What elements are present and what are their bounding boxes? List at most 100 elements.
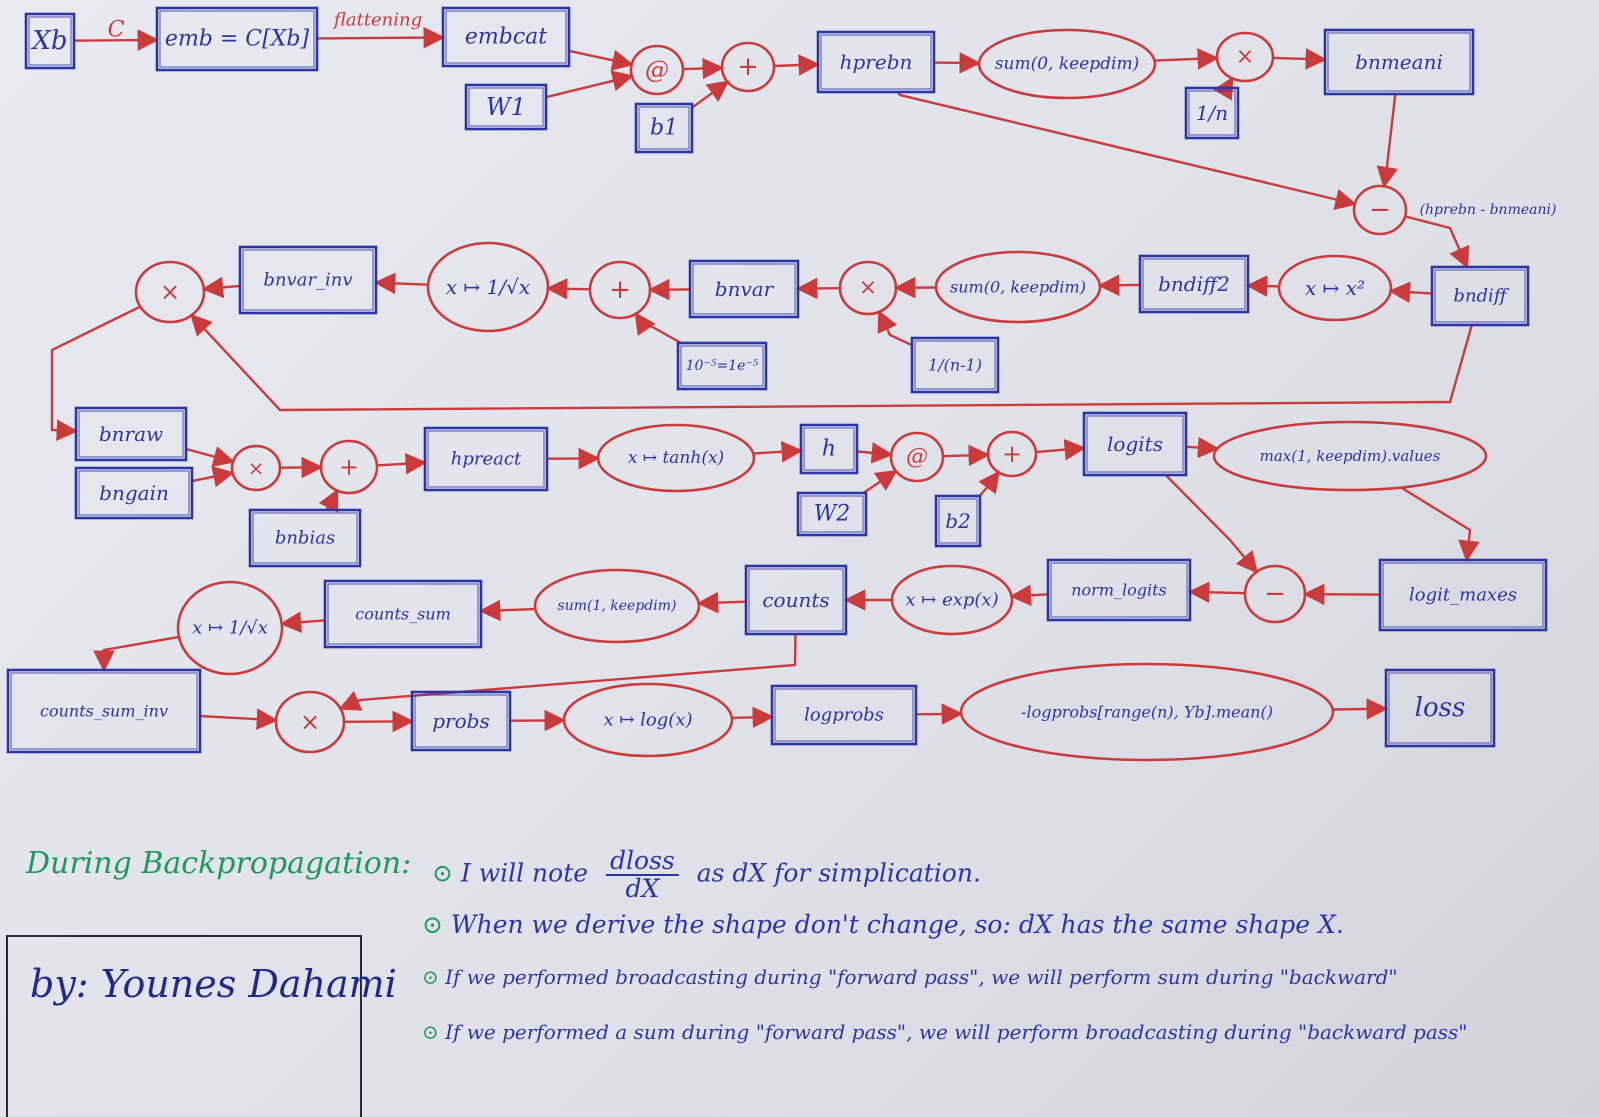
edge-log-to-logprobs <box>732 717 772 718</box>
op-label-mul_var: × <box>859 276 877 301</box>
edge-bnvar_inv-to-mul_bnraw <box>204 286 240 289</box>
note-line-2-text: When we derive the shape don't change, s… <box>451 910 1344 939</box>
op-log: x ↦ log(x) <box>564 684 732 756</box>
op-label-add_eps: + <box>609 275 631 305</box>
edge-counts_sum_inv-to-mul_probs <box>200 716 276 720</box>
tensor-label-hpreact: hpreact <box>451 449 522 470</box>
op-label-log: x ↦ log(x) <box>604 710 693 731</box>
tensor-xb: Xb <box>26 14 74 68</box>
note-line-3-text: If we performed broadcasting during "for… <box>445 965 1397 989</box>
edge-emb-to-embcat <box>317 38 443 39</box>
tensor-hprebn: hprebn <box>818 32 934 92</box>
op-add2: + <box>988 432 1036 476</box>
edge-hprebn-to-sub_mean <box>898 92 1355 204</box>
tensor-label-norm_logits: norm_logits <box>1071 581 1167 600</box>
tensor-embcat: embcat <box>443 8 569 66</box>
author-credit: by: Younes Dahami <box>30 962 397 1006</box>
edge-counts-to-sum1 <box>699 602 746 604</box>
tensor-emb: emb = C[Xb] <box>157 8 317 70</box>
edge-add_eps-to-rsqrt <box>548 288 590 289</box>
edge-label-flattening: flattening <box>332 10 422 31</box>
tensor-label-bnbias: bnbias <box>275 528 335 549</box>
edge-bndiff-to-mul_bnraw <box>192 315 1472 410</box>
edge-max-to-logit_maxes <box>1401 488 1470 561</box>
edge-counts-to-mul_probs <box>340 634 795 709</box>
op-mul_n: × <box>1217 33 1273 81</box>
tensor-label-counts: counts <box>762 588 829 612</box>
bullet-icon: ⊙ <box>422 965 439 989</box>
op-nll: -logprobs[range(n), Yb].mean() <box>961 664 1333 760</box>
edge-w1-to-matmul1 <box>546 76 632 97</box>
tensor-counts_sum: counts_sum <box>325 581 481 647</box>
edge-label-diff-note: (hprebn - bnmeani) <box>1420 202 1557 218</box>
edge-one_over_n_minus_1-to-mul_var <box>879 312 912 345</box>
tensor-label-one_over_n_minus_1: 1/(n-1) <box>928 356 982 375</box>
op-add1: + <box>722 43 774 91</box>
note-line-3: ⊙ If we performed broadcasting during "f… <box>422 965 1398 989</box>
edge-sum1-to-counts_sum <box>481 609 535 611</box>
tensor-w1: W1 <box>466 85 546 129</box>
op-rsqrt: x ↦ 1/√x <box>428 243 548 331</box>
op-mul_bnraw: × <box>136 262 204 322</box>
edge-bnmeani-to-sub_mean <box>1384 94 1395 186</box>
op-sum0: sum(0, keepdim) <box>979 30 1155 98</box>
edge-counts_sum-to-inv <box>282 620 325 624</box>
op-label-inv: x ↦ 1/√x <box>192 618 268 639</box>
edge-embcat-to-matmul1 <box>569 51 632 65</box>
note-line-2: ⊙ When we derive the shape don't change,… <box>422 910 1344 939</box>
edge-label-c: C <box>108 18 125 43</box>
op-label-sub_max: − <box>1264 579 1286 609</box>
op-label-sum_var: sum(0, keepdim) <box>950 278 1086 297</box>
tensor-bnvar: bnvar <box>690 261 798 317</box>
op-sum_var: sum(0, keepdim) <box>936 252 1100 322</box>
edge-mul_bnraw-to-bnraw <box>52 307 140 432</box>
edge-bndiff-to-square <box>1391 291 1432 293</box>
edge-logprobs-to-nll <box>916 714 961 715</box>
tensor-loss: loss <box>1386 670 1494 746</box>
tensor-w2: W2 <box>798 493 866 535</box>
tensor-label-xb: Xb <box>30 26 67 56</box>
tensor-label-hprebn: hprebn <box>840 50 913 74</box>
edge-add_bias-to-hpreact <box>377 463 425 466</box>
backprop-title: During Backpropagation: <box>26 846 411 881</box>
op-label-mul_bnraw: × <box>160 278 180 306</box>
op-square: x ↦ x² <box>1279 256 1391 320</box>
edge-tanh-to-h <box>753 451 801 454</box>
note-line-4: ⊙ If we performed a sum during "forward … <box>422 1020 1467 1044</box>
edge-add1-to-hprebn <box>774 64 818 66</box>
op-max: max(1, keepdim).values <box>1214 422 1486 490</box>
tensor-label-logits: logits <box>1107 432 1163 456</box>
tensor-epsilon: 10⁻⁵=1e⁻⁵ <box>678 343 766 389</box>
edge-b2-to-add2 <box>980 472 999 496</box>
tensor-label-b1: b1 <box>650 116 678 141</box>
op-mul_probs: × <box>276 692 344 752</box>
tensor-label-bndiff: bndiff <box>1453 286 1509 307</box>
tensor-label-epsilon: 10⁻⁵=1e⁻⁵ <box>686 358 759 374</box>
op-label-sub_mean: − <box>1369 195 1391 225</box>
tensor-bnraw: bnraw <box>76 408 186 460</box>
tensor-hpreact: hpreact <box>425 428 547 490</box>
op-label-exp: x ↦ exp(x) <box>905 590 998 611</box>
tensor-label-loss: loss <box>1415 693 1466 723</box>
edge-nll-to-loss <box>1333 709 1386 710</box>
edge-matmul1-to-add1 <box>683 68 722 69</box>
op-label-mul_probs: × <box>300 708 320 736</box>
edge-mul_n-to-bnmeani <box>1273 58 1325 60</box>
op-label-add_bias: + <box>339 453 359 481</box>
edge-logits-to-max <box>1186 447 1217 449</box>
op-sub_max: − <box>1245 566 1305 622</box>
tensor-label-counts_sum_inv: counts_sum_inv <box>40 702 168 721</box>
op-label-square: x ↦ x² <box>1305 276 1365 300</box>
tensor-label-bnvar: bnvar <box>715 277 775 301</box>
tensor-label-embcat: embcat <box>465 25 547 50</box>
op-exp: x ↦ exp(x) <box>892 566 1012 634</box>
edge-sum0-to-mul_n <box>1155 58 1218 61</box>
tensor-bnvar_inv: bnvar_inv <box>240 247 376 313</box>
tensor-label-w1: W1 <box>486 93 526 121</box>
bullet-icon: ⊙ <box>432 859 453 888</box>
op-label-mul_gain: × <box>248 456 265 480</box>
op-label-tanh: x ↦ tanh(x) <box>628 448 724 468</box>
op-label-rsqrt: x ↦ 1/√x <box>446 275 530 299</box>
